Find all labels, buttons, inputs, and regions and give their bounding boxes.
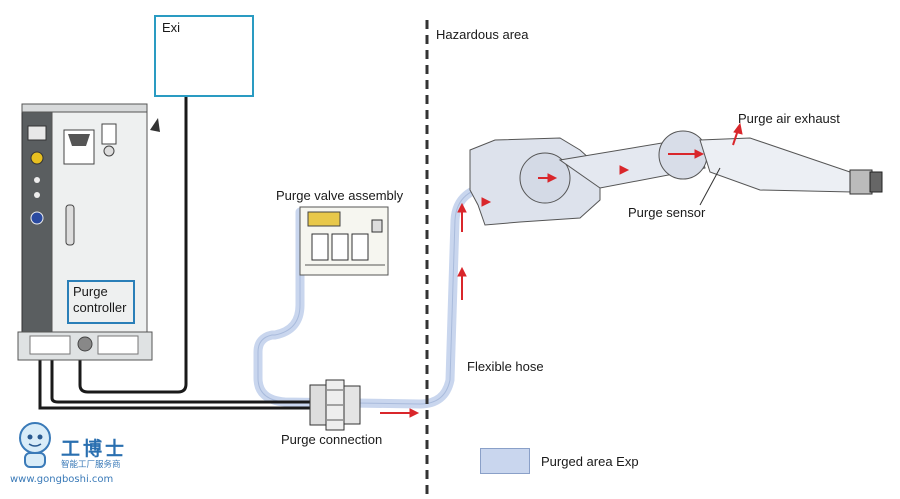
hazardous-area-label: Hazardous area <box>436 27 529 42</box>
purge-valve-assembly-label: Purge valve assembly <box>276 188 404 203</box>
watermark-tagline: 智能工厂服务商 <box>61 460 121 470</box>
exi-label: Exi <box>162 20 181 35</box>
cable-to-purge-connection-1 <box>38 355 320 410</box>
purge-sensor-label: Purge sensor <box>628 205 706 220</box>
watermark-url: www.gongboshi.com <box>10 474 114 485</box>
purge-connection-label: Purge connection <box>281 432 383 447</box>
purge-sensor-leader <box>699 167 721 206</box>
flexible-hose-label: Flexible hose <box>467 359 544 374</box>
mascot-icon <box>19 422 51 468</box>
legend-swatch-purged-area <box>480 448 530 474</box>
cable-to-exi <box>78 90 188 394</box>
purge-controller-label-line1: Purge <box>73 284 108 299</box>
purge-controller-box: Purge controller <box>67 280 135 324</box>
purge-controller-label-line2: controller <box>73 300 127 315</box>
legend-label-purged-area: Purged area Exp <box>541 454 639 469</box>
robot-arm <box>469 130 883 226</box>
watermark-logo: 工博士 智能工厂服务商 www.gongboshi.com <box>8 418 138 494</box>
purge-air-exhaust-label: Purge air exhaust <box>738 111 840 126</box>
controller-cabinet <box>17 103 160 361</box>
flow-arrows <box>380 122 743 418</box>
exi-box: Exi <box>154 15 254 97</box>
purge-valve-assembly <box>299 206 389 276</box>
cable-to-purge-connection-2 <box>50 355 320 404</box>
purge-connection-fitting <box>309 379 361 431</box>
watermark-brand: 工博士 <box>61 438 128 460</box>
